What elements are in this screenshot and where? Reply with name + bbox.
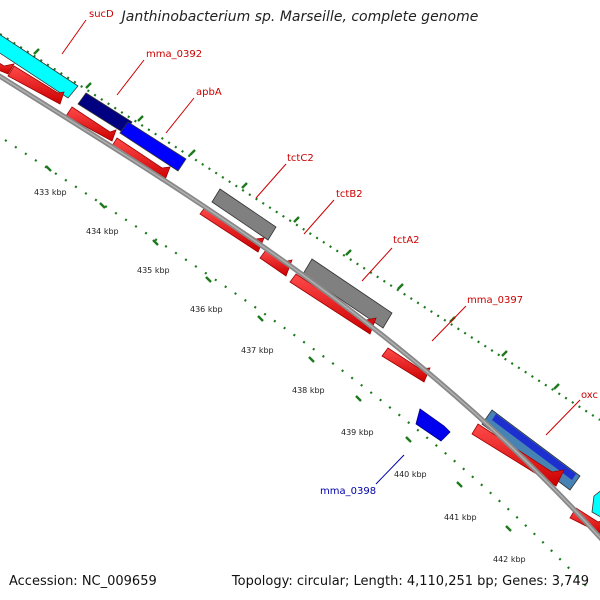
gene-label-tcta2[interactable]: tctA2 bbox=[393, 235, 420, 246]
inner-scale-ticks bbox=[45, 165, 512, 532]
scale-label: 441 kbp bbox=[444, 513, 477, 522]
scale-label: 433 kbp bbox=[34, 188, 67, 197]
gene-label-sucd[interactable]: sucD bbox=[89, 9, 114, 20]
genome-backbone bbox=[0, 73, 600, 542]
feature-oxc-cog-inner bbox=[492, 414, 576, 480]
scale-label: 436 kbp bbox=[190, 305, 223, 314]
scale-label: 439 kbp bbox=[341, 428, 374, 437]
accession-text: Accession: NC_009659 bbox=[9, 574, 157, 589]
inner-scale-ring bbox=[4, 139, 591, 591]
feature-tctA2-cog bbox=[302, 258, 393, 329]
gene-label-mma-0392[interactable]: mma_0392 bbox=[146, 49, 202, 60]
genome-backbone-highlight bbox=[0, 75, 600, 539]
feature-apbA-cog bbox=[119, 121, 187, 172]
cds-arrow bbox=[0, 63, 15, 75]
gene-label-mma-0397[interactable]: mma_0397 bbox=[467, 295, 523, 306]
scale-label: 435 kbp bbox=[137, 266, 170, 275]
scale-label: 437 kbp bbox=[241, 346, 274, 355]
feature-right-cog bbox=[591, 490, 600, 518]
feature-sucD-cog bbox=[0, 34, 79, 99]
scale-label: 442 kbp bbox=[493, 555, 526, 564]
scale-label: 434 kbp bbox=[86, 227, 119, 236]
scale-label: 440 kbp bbox=[394, 470, 427, 479]
gene-label-oxc[interactable]: oxc bbox=[581, 390, 598, 401]
cds-arrow bbox=[7, 65, 65, 105]
cog-features bbox=[0, 34, 600, 518]
feature-tctC2-cog bbox=[211, 188, 277, 241]
gene-label-tctc2[interactable]: tctC2 bbox=[287, 153, 314, 164]
gene-label-tctb2[interactable]: tctB2 bbox=[336, 189, 363, 200]
map-title: Janthinobacterium sp. Marseille, complet… bbox=[121, 9, 479, 25]
cds-arrow bbox=[65, 106, 117, 142]
scale-label: 438 kbp bbox=[292, 386, 325, 395]
gene-label-mma-0398[interactable]: mma_0398 bbox=[320, 486, 376, 497]
gene-labels: sucD mma_0392 apbA tctC2 tctB2 tctA2 mma_0397o… bbox=[89, 9, 598, 497]
genome-summary-text: Topology: circular; Length: 4,110,251 bp… bbox=[231, 574, 589, 589]
scale-labels: 433 kbp 434 kbp 435 kbp 436 kbp 437 kbp 438 k… bbox=[34, 188, 526, 564]
feature-mma-0398 bbox=[415, 408, 451, 442]
outer-major-ticks bbox=[33, 48, 560, 390]
cds-arrow bbox=[381, 347, 431, 383]
gene-label-apba[interactable]: apbA bbox=[196, 87, 222, 98]
gene-label-leaders bbox=[61, 19, 581, 485]
